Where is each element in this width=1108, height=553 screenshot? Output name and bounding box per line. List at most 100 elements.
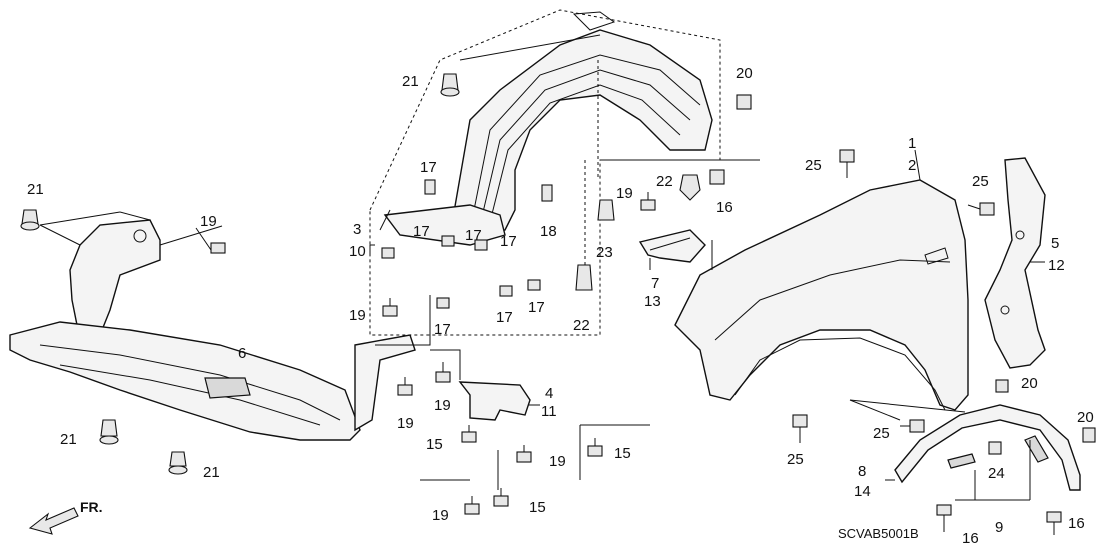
callout-label: 4 xyxy=(545,385,553,402)
bolt-icon xyxy=(967,202,995,216)
clip-icon xyxy=(440,73,460,97)
callout-label: 17 xyxy=(465,227,482,244)
under-cover-rib xyxy=(59,364,321,426)
callout-label: 3 xyxy=(353,221,361,238)
clip-17-icon xyxy=(381,247,395,259)
inner-fender-group xyxy=(369,9,721,336)
hardware-group xyxy=(20,73,1096,535)
front-under-cover xyxy=(9,321,361,441)
callout-label: 17 xyxy=(413,223,430,240)
front-fender-group xyxy=(674,179,969,411)
clip-17-icon xyxy=(527,279,541,291)
upper-bracket xyxy=(638,229,706,263)
bolt-icon xyxy=(397,377,413,396)
callout-label: 19 xyxy=(349,307,366,324)
molding-pad xyxy=(947,453,976,469)
under-cover-group xyxy=(9,219,416,441)
callout-label: 8 xyxy=(858,463,866,480)
molding-pad xyxy=(1024,435,1049,463)
callout-labels: 1 2 3 4 5 6 7 8 9 10 11 12 13 14 15 15 1… xyxy=(27,65,1094,547)
callout-label: 16 xyxy=(1068,515,1085,532)
callout-label: 19 xyxy=(200,213,217,230)
wheel-arch-molding xyxy=(894,404,1081,491)
nut-icon xyxy=(709,169,725,185)
fender-bracket-group xyxy=(984,157,1046,369)
bolt-icon xyxy=(382,298,398,317)
callout-label: 24 xyxy=(988,465,1005,482)
clip-icon xyxy=(20,209,40,231)
callout-label: 19 xyxy=(549,453,566,470)
grommet-icon xyxy=(679,174,701,201)
clip-icon xyxy=(168,451,188,475)
diagram-code: SCVAB5001B xyxy=(838,526,919,541)
inner-fender-rib xyxy=(479,69,691,226)
callout-label: 21 xyxy=(402,73,419,90)
callout-label: 17 xyxy=(434,321,451,338)
callout-label: 1 xyxy=(908,135,916,152)
front-arrow-icon xyxy=(28,507,79,535)
bolt-icon xyxy=(435,362,451,383)
callout-label: 7 xyxy=(651,275,659,292)
shield-emblem xyxy=(133,229,147,243)
side-marker-recess xyxy=(924,247,949,265)
inner-fender-rib xyxy=(469,54,701,231)
callout-label: 15 xyxy=(529,499,546,516)
callout-label: 20 xyxy=(736,65,753,82)
lower-bracket xyxy=(458,381,531,421)
callout-label: 15 xyxy=(614,445,631,462)
grommet-icon xyxy=(597,199,615,221)
bolt-icon xyxy=(640,192,656,211)
nut-icon xyxy=(1082,427,1096,443)
callout-label: 19 xyxy=(434,397,451,414)
callout-label: 15 xyxy=(426,436,443,453)
fender-rear-bracket xyxy=(984,157,1046,369)
bolt-icon xyxy=(792,414,808,443)
inner-fender-top-tab xyxy=(572,11,616,31)
bolt-icon xyxy=(587,438,603,457)
clip-17-icon xyxy=(474,239,488,251)
nut-icon xyxy=(988,441,1002,455)
callout-label: 17 xyxy=(500,233,517,250)
callout-label: 13 xyxy=(644,293,661,310)
side-bracket xyxy=(354,334,416,432)
clip-17-icon xyxy=(436,297,450,309)
inner-fender-rib xyxy=(489,84,681,223)
bolt-icon xyxy=(493,488,509,507)
callout-label: 5 xyxy=(1051,235,1059,252)
callout-label: 25 xyxy=(972,173,989,190)
callout-label: 23 xyxy=(596,244,613,261)
bolt-icon xyxy=(900,419,925,433)
callout-label: 20 xyxy=(1021,375,1038,392)
callout-label: 19 xyxy=(432,507,449,524)
callout-label: 6 xyxy=(238,345,246,362)
nut-icon xyxy=(736,94,752,110)
bolt-icon xyxy=(1046,511,1062,535)
brackets-group xyxy=(458,229,706,421)
grommet-icon xyxy=(575,264,593,291)
clip-18-icon xyxy=(541,184,553,202)
bolt-icon xyxy=(936,504,952,532)
callout-label: 16 xyxy=(962,530,979,547)
clip-17-icon xyxy=(441,235,455,247)
bolt-icon xyxy=(461,425,477,443)
front-fender-character-line xyxy=(714,259,951,341)
callout-label: 19 xyxy=(616,185,633,202)
callout-label: 22 xyxy=(573,317,590,334)
bolt-icon xyxy=(516,445,532,463)
wheel-arch-lip xyxy=(734,337,946,411)
bolt-icon xyxy=(195,227,226,254)
clip-17-icon xyxy=(499,285,513,297)
under-cover-boss xyxy=(204,377,251,399)
front-direction-indicator: FR. xyxy=(28,499,103,535)
callout-label: 25 xyxy=(787,451,804,468)
direction-label: FR. xyxy=(80,499,103,515)
bracket-hole xyxy=(1015,230,1025,240)
bolt-icon xyxy=(464,496,480,515)
callout-label: 21 xyxy=(27,181,44,198)
side-splash-shield xyxy=(69,219,161,336)
clip-icon xyxy=(99,419,119,445)
nut-icon xyxy=(995,379,1009,393)
callout-label: 21 xyxy=(203,464,220,481)
clip-17-icon xyxy=(424,179,436,195)
inner-fender-lower-lip xyxy=(383,204,506,246)
